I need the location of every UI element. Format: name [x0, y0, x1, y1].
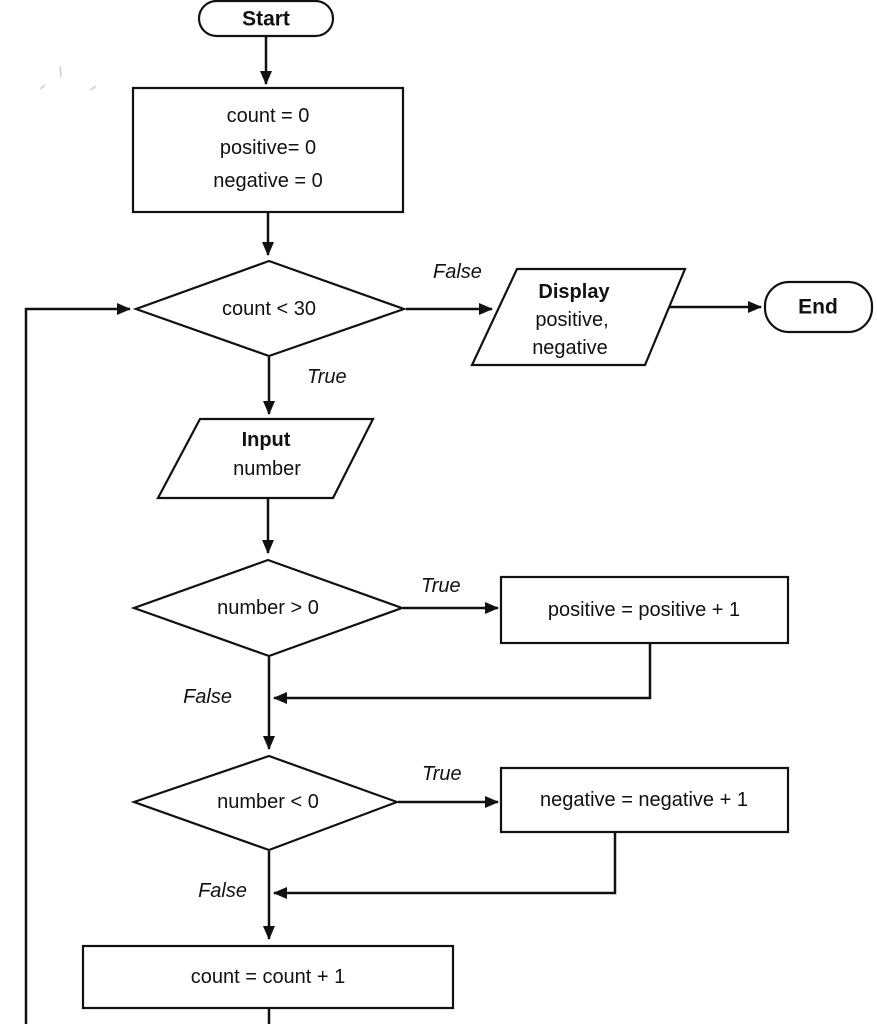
negative-update-box: [499, 766, 790, 834]
init-line-3: negative = 0: [213, 170, 323, 192]
display-io-parallelogram: [470, 267, 687, 367]
positive-decision-diamond: [130, 558, 406, 658]
count-update-box: [81, 944, 455, 1010]
count-update-label: count = count + 1: [191, 966, 346, 988]
positive-update-label: positive = positive + 1: [548, 599, 740, 621]
loop-true-label: True: [307, 366, 347, 388]
loop-decision-label: count < 30: [222, 298, 316, 320]
display-line-1: Display: [538, 281, 610, 303]
input-line-2: number: [233, 458, 301, 480]
end-terminal: [763, 280, 874, 334]
positive-false-label: False: [183, 686, 232, 708]
loop-decision-diamond: [132, 259, 408, 358]
negative-true-label: True: [422, 763, 462, 785]
init-line-2: positive= 0: [220, 137, 316, 159]
init-process-box: [131, 86, 405, 214]
negative-decision-label: number < 0: [217, 791, 319, 813]
display-line-3: negative: [532, 337, 608, 359]
negative-false-label: False: [198, 880, 247, 902]
positive-update-box: [499, 575, 790, 645]
negative-update-label: negative = negative + 1: [540, 789, 748, 811]
input-line-1: Input: [242, 429, 291, 451]
display-line-2: positive,: [535, 309, 608, 331]
scan-artifact: [39, 65, 97, 91]
start-terminal: [197, 0, 335, 38]
init-line-1: count = 0: [227, 105, 310, 127]
edge-negative-update-merge: [273, 833, 617, 899]
positive-true-label: True: [421, 575, 461, 597]
edge-positive-update-merge: [273, 644, 652, 704]
input-io-parallelogram: [156, 417, 375, 500]
edge-loop-back: [24, 303, 131, 1024]
loop-false-label: False: [433, 261, 482, 283]
negative-decision-diamond: [130, 754, 401, 852]
end-terminal-label: End: [798, 296, 838, 319]
start-terminal-label: Start: [242, 8, 290, 31]
positive-decision-label: number > 0: [217, 597, 319, 619]
